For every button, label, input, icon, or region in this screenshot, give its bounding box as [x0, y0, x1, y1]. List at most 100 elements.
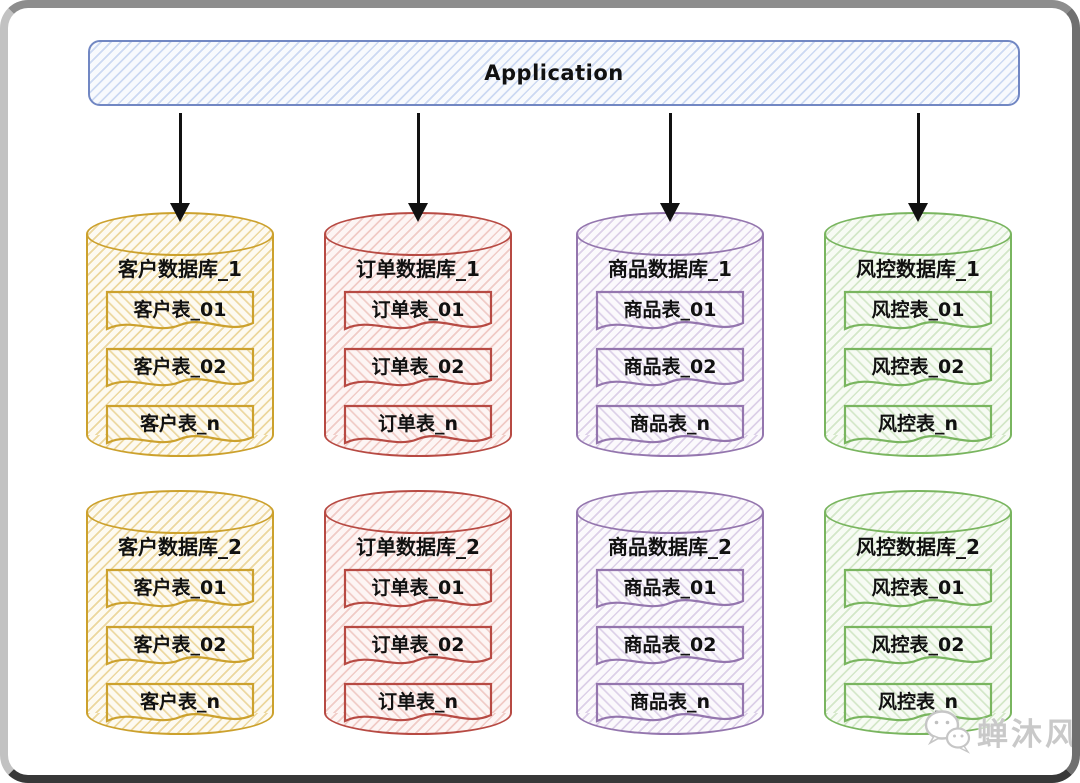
document-shape-icon: [343, 682, 493, 723]
arrow-shaft: [416, 113, 420, 205]
table-shape: 商品表_01: [595, 290, 745, 338]
document-shape-icon: [105, 568, 255, 609]
document-shape-icon: [105, 682, 255, 723]
arrow-shaft: [668, 113, 672, 205]
database-cylinder-order-2: 订单数据库_2 订单表_01 订单表_02 订单表_n: [324, 490, 512, 735]
wechat-icon: [924, 710, 971, 754]
document-shape-icon: [595, 404, 745, 445]
table-shape: 商品表_01: [595, 568, 745, 616]
watermark: 蝉沐风: [924, 708, 1079, 754]
table-label: 风控表_01: [871, 577, 965, 599]
document-shape-icon: [843, 347, 993, 388]
cylinder-body: [324, 512, 512, 713]
document-shape-icon: [843, 625, 993, 666]
table-label: 风控表_02: [871, 356, 965, 378]
document-shape-icon: [105, 290, 255, 331]
cylinder-body: [576, 234, 764, 435]
table-label: 订单表_01: [371, 577, 465, 599]
table-label: 商品表_01: [623, 299, 717, 321]
arrow-head-icon: [408, 203, 428, 222]
table-shape: 客户表_02: [105, 625, 255, 673]
table-label: 风控表_01: [871, 299, 965, 321]
document-shape-icon: [343, 625, 493, 666]
flow-arrow: [660, 113, 680, 223]
database-cylinder-risk-2: 风控数据库_2 风控表_01 风控表_02 风控表_n: [824, 490, 1012, 735]
database-cylinder-product-1: 商品数据库_1 商品表_01 商品表_02 商品表_n: [576, 212, 764, 457]
table-shape: 商品表_n: [595, 404, 745, 452]
table-label: 商品表_n: [629, 413, 711, 435]
table-shape: 订单表_02: [343, 625, 493, 673]
document-shape-icon: [343, 347, 493, 388]
table-shape: 风控表_02: [843, 625, 993, 673]
cylinder-body: [324, 234, 512, 435]
watermark-label: 蝉沐风: [977, 716, 1079, 753]
document-shape-icon: [595, 682, 745, 723]
database-title: 订单数据库_2: [356, 535, 480, 559]
cylinder-top-icon: [86, 490, 274, 534]
database-cylinder-product-2: 商品数据库_2 商品表_01 商品表_02 商品表_n: [576, 490, 764, 735]
cylinder-body: [576, 512, 764, 713]
table-label: 订单表_02: [371, 634, 465, 656]
table-label: 风控表_02: [871, 634, 965, 656]
document-shape-icon: [843, 404, 993, 445]
table-label: 订单表_02: [371, 356, 465, 378]
table-shape: 风控表_n: [843, 404, 993, 452]
table-label: 商品表_01: [623, 577, 717, 599]
document-shape-icon: [105, 625, 255, 666]
database-cylinder-risk-1: 风控数据库_1 风控表_01 风控表_02 风控表_n: [824, 212, 1012, 457]
table-shape: 风控表_01: [843, 290, 993, 338]
database-title: 风控数据库_2: [856, 535, 980, 559]
document-shape-icon: [595, 625, 745, 666]
document-shape-icon: [343, 568, 493, 609]
application-label: Application: [484, 61, 624, 85]
table-shape: 客户表_01: [105, 290, 255, 338]
table-label: 风控表_n: [877, 413, 959, 435]
arrow-shaft: [178, 113, 182, 205]
document-shape-icon: [595, 290, 745, 331]
table-label: 客户表_01: [133, 299, 227, 321]
document-shape-icon: [595, 347, 745, 388]
table-shape: 客户表_02: [105, 347, 255, 395]
database-title: 客户数据库_1: [118, 257, 242, 281]
flow-arrow: [170, 113, 190, 223]
table-shape: 客户表_n: [105, 404, 255, 452]
document-shape-icon: [843, 682, 993, 723]
table-shape: 客户表_01: [105, 568, 255, 616]
document-shape-icon: [105, 404, 255, 445]
database-cylinder-order-1: 订单数据库_1 订单表_01 订单表_02 订单表_n: [324, 212, 512, 457]
table-label: 客户表_n: [139, 691, 221, 713]
document-shape-icon: [595, 568, 745, 609]
table-shape: 商品表_n: [595, 682, 745, 730]
table-label: 客户表_02: [133, 356, 227, 378]
table-shape: 订单表_n: [343, 404, 493, 452]
arrow-head-icon: [908, 203, 928, 222]
table-shape: 客户表_n: [105, 682, 255, 730]
table-label: 客户表_02: [133, 634, 227, 656]
database-title: 风控数据库_1: [856, 257, 980, 281]
cylinder-top-icon: [576, 490, 764, 534]
table-shape: 风控表_02: [843, 347, 993, 395]
cylinder-top-icon: [824, 490, 1012, 534]
arrow-head-icon: [660, 203, 680, 222]
document-shape-icon: [105, 347, 255, 388]
database-title: 客户数据库_2: [118, 535, 242, 559]
application-box: Application: [88, 40, 1020, 106]
document-shape-icon: [843, 290, 993, 331]
database-cylinder-customer-1: 客户数据库_1 客户表_01 客户表_02 客户表_n: [86, 212, 274, 457]
cylinder-body: [86, 512, 274, 713]
table-label: 商品表_n: [629, 691, 711, 713]
arrow-shaft: [916, 113, 920, 205]
database-title: 商品数据库_1: [608, 257, 732, 281]
table-shape: 订单表_02: [343, 347, 493, 395]
flow-arrow: [908, 113, 928, 223]
table-label: 订单表_n: [377, 691, 459, 713]
table-label: 客户表_01: [133, 577, 227, 599]
flow-arrow: [408, 113, 428, 223]
table-label: 客户表_n: [139, 413, 221, 435]
table-label: 订单表_01: [371, 299, 465, 321]
table-shape: 商品表_02: [595, 625, 745, 673]
database-title: 商品数据库_2: [608, 535, 732, 559]
database-title: 订单数据库_1: [356, 257, 480, 281]
table-shape: 订单表_n: [343, 682, 493, 730]
